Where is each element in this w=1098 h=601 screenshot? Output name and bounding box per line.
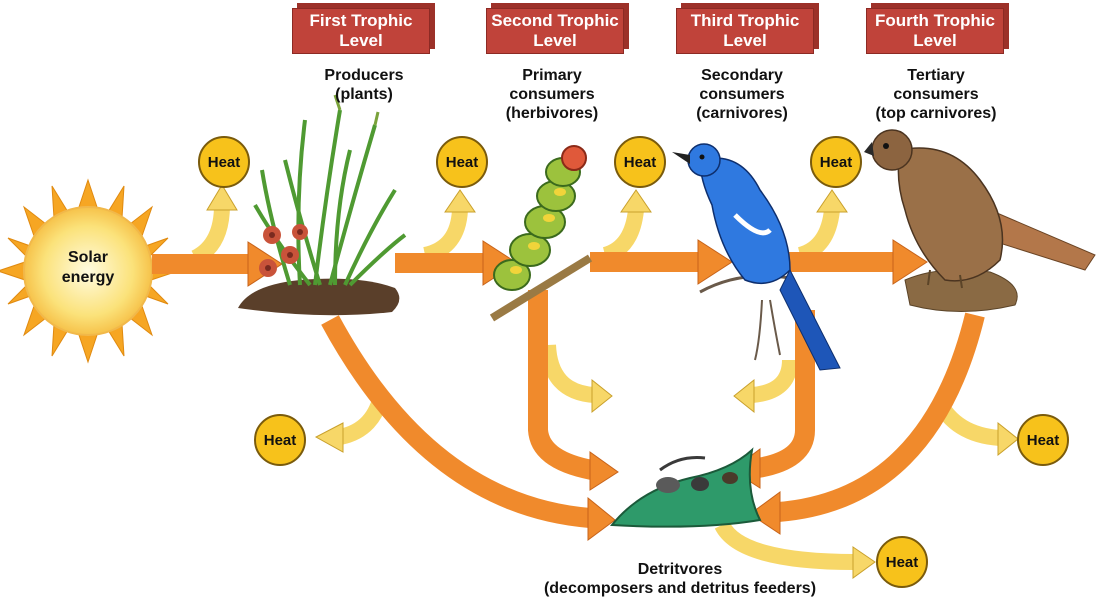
heat-circle-primary: Heat [436,136,488,188]
heat-circle-producers: Heat [198,136,250,188]
heat-circle-detritivores: Heat [876,536,928,588]
heat-circle-lower-left: Heat [254,414,306,466]
heat-circle-tertiary: Heat [810,136,862,188]
level-box-3: Third Trophic Level [676,8,814,54]
caption-detritivores: Detritvores (decomposers and detritus fe… [543,561,817,597]
caption-tertiary-consumers: Tertiary consumers (top carnivores) [875,67,997,122]
energy-arrows [152,252,985,528]
hawk-icon [864,129,1096,312]
heat-arrow-producers [191,204,230,266]
heat-arrow-detritivores [714,520,856,570]
sun-icon [0,178,180,364]
level-box-4: Fourth Trophic Level [866,8,1004,54]
bird-icon [672,143,841,371]
heat-arrow-primary [422,209,468,263]
solar-energy-label: Solar energy [61,249,115,286]
heat-arrowheads [206,184,1019,579]
heat-arrow-secondary [602,208,644,263]
heat-circle-lower-right: Heat [1017,414,1069,466]
arrow-secondary-to-detritivores [756,310,815,478]
level-box-1: First Trophic Level [292,8,430,54]
caption-primary-consumers: Primary consumers (herbivores) [505,67,599,122]
heat-arrow-primary-down [540,344,595,403]
level-box-2: Second Trophic Level [486,8,624,54]
arrow-producers-to-detritivores [321,315,591,528]
heat-arrow-secondary-down [751,359,798,403]
arrow-primary-to-detritivores [528,290,595,480]
caption-producers: Producers (plants) [324,67,404,103]
heat-circle-secondary: Heat [614,136,666,188]
caption-secondary-consumers: Secondary consumers (carnivores) [696,67,788,122]
caterpillar-icon [489,145,593,322]
detritivore-icon [610,447,762,528]
heat-arrow-tertiary [797,208,840,263]
arrow-tertiary-to-detritivores [777,312,985,522]
plant-icon [238,94,407,316]
